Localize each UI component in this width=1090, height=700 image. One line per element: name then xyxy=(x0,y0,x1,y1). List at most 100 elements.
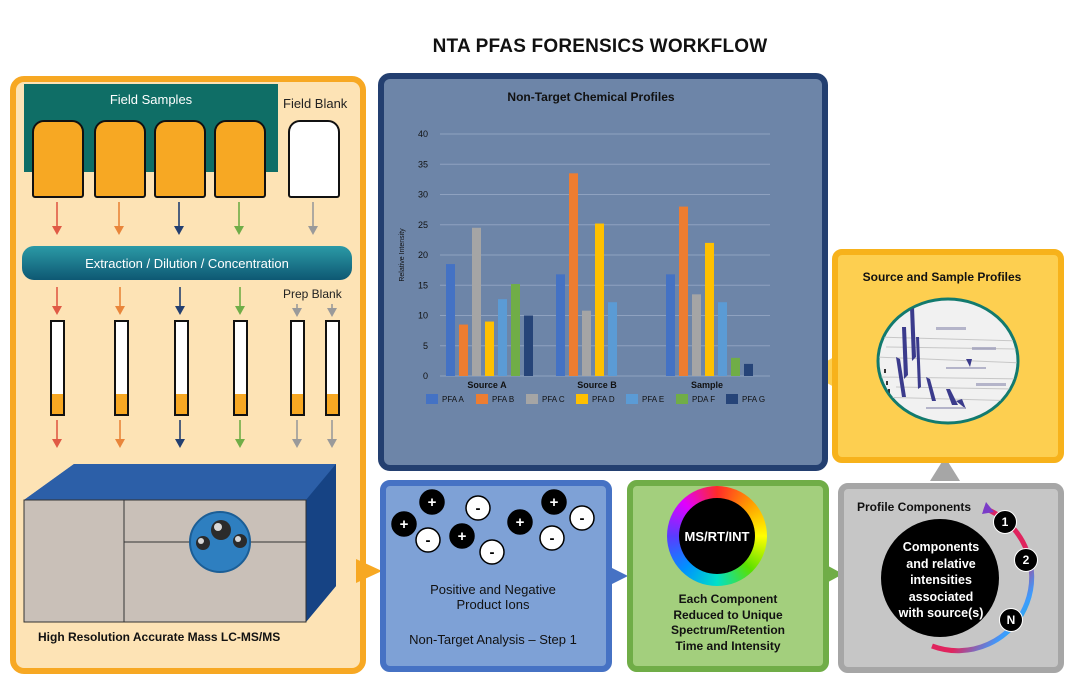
y-tick-label: 0 xyxy=(423,371,428,381)
bar xyxy=(556,274,565,376)
field-blank-bottle xyxy=(288,120,340,198)
negative-ion: - xyxy=(479,539,505,565)
positive-ion: + xyxy=(391,511,417,537)
reduction-caption-line: Reduced to Unique xyxy=(673,607,783,622)
bar xyxy=(705,242,714,376)
bar xyxy=(595,223,604,376)
bar xyxy=(731,357,740,376)
legend-swatch xyxy=(476,394,488,404)
spectrum-ring-core xyxy=(679,498,755,574)
instrument-label: High Resolution Accurate Mass LC-MS/MS xyxy=(38,630,281,644)
legend-label: PFA E xyxy=(642,395,664,404)
bar xyxy=(511,284,520,376)
field-sample-bottle xyxy=(32,120,84,198)
svg-text:-: - xyxy=(426,532,431,549)
sample-vial xyxy=(233,320,248,416)
legend-label: PFA B xyxy=(492,395,514,404)
bar xyxy=(666,274,675,376)
legend-swatch xyxy=(676,394,688,404)
svg-text:-: - xyxy=(490,544,495,561)
y-tick-label: 25 xyxy=(418,220,428,230)
legend-swatch xyxy=(726,394,738,404)
bar xyxy=(498,299,507,376)
svg-text:+: + xyxy=(400,516,409,533)
x-tick-label: Source B xyxy=(577,380,617,390)
bar xyxy=(692,294,701,376)
reduction-caption: Each Component Reduced to Unique Spectru… xyxy=(633,592,823,654)
y-tick-label: 40 xyxy=(418,129,428,139)
positive-ion: + xyxy=(449,523,475,549)
bar xyxy=(446,264,455,376)
components-text-line: intensities xyxy=(910,573,972,587)
connector-arrow-to-profiles xyxy=(930,457,960,481)
sample-vial xyxy=(50,320,65,416)
legend-label: PFA A xyxy=(442,395,464,404)
svg-text:+: + xyxy=(516,514,525,531)
bar xyxy=(459,324,468,376)
x-tick-label: Sample xyxy=(691,380,723,390)
field-sample-bottle xyxy=(94,120,146,198)
ions-caption-line1: Positive and Negative xyxy=(430,582,556,597)
y-axis-label: Relative Intensity xyxy=(399,228,406,282)
components-text-line: with source(s) xyxy=(898,606,984,620)
components-text-line: Components xyxy=(902,540,980,554)
chromatogram-image xyxy=(876,297,1020,425)
ion-cluster: +-+-+-++-- xyxy=(391,489,595,565)
legend-swatch xyxy=(526,394,538,404)
positive-ion: + xyxy=(419,489,445,515)
sample-flow-arrows xyxy=(52,202,337,448)
bar xyxy=(608,302,617,376)
component-marker: N xyxy=(999,608,1023,632)
legend-swatch xyxy=(426,394,438,404)
svg-text:-: - xyxy=(550,530,555,547)
field-samples-label: Field Samples xyxy=(109,92,193,107)
page-title: NTA PFAS FORENSICS WORKFLOW xyxy=(432,36,768,57)
positive-ion: + xyxy=(507,509,533,535)
components-text-line: associated xyxy=(908,589,974,604)
component-marker: 2 xyxy=(1014,548,1038,572)
blank-vial xyxy=(290,320,305,416)
lc-ms-instrument xyxy=(23,464,336,623)
legend-label: PFA C xyxy=(542,395,565,404)
svg-text:-: - xyxy=(476,500,481,517)
bar xyxy=(569,173,578,376)
bar xyxy=(679,206,688,376)
y-tick-label: 10 xyxy=(418,311,428,321)
bar xyxy=(485,321,494,376)
legend-swatch xyxy=(626,394,638,404)
blank-vial xyxy=(325,320,340,416)
arrow-row-top xyxy=(52,202,318,235)
components-title: Profile Components xyxy=(857,500,972,514)
chart-title: Non-Target Chemical Profiles xyxy=(507,90,675,104)
sample-vial xyxy=(114,320,129,416)
reduction-caption-line: Each Component xyxy=(678,592,778,606)
negative-ion: - xyxy=(569,505,595,531)
legend-label: PFA G xyxy=(742,395,765,404)
ions-caption-line2: Product Ions xyxy=(456,597,530,612)
y-tick-label: 5 xyxy=(423,341,428,351)
svg-text:+: + xyxy=(458,528,467,545)
connector-arrow-to-ions xyxy=(356,559,382,583)
extraction-bar: Extraction / Dilution / Concentration xyxy=(22,246,352,280)
svg-text:+: + xyxy=(428,494,437,511)
negative-ion: - xyxy=(539,525,565,551)
positive-ion: + xyxy=(541,489,567,515)
bar xyxy=(718,302,727,376)
svg-text:-: - xyxy=(580,510,585,527)
ring-label: MS/RT/INT xyxy=(684,529,750,544)
reduction-caption-line: Spectrum/Retention xyxy=(670,623,785,637)
step-label: Non-Target Analysis – Step 1 xyxy=(409,632,577,647)
y-tick-label: 20 xyxy=(418,250,428,260)
source-profiles-title: Source and Sample Profiles xyxy=(862,270,1022,284)
arrow-row-middle xyxy=(52,287,337,317)
profile-components-panel xyxy=(838,483,1064,673)
bar xyxy=(472,227,481,376)
field-sample-bottle xyxy=(154,120,206,198)
y-tick-label: 15 xyxy=(418,280,428,290)
y-tick-label: 35 xyxy=(418,159,428,169)
legend-label: PDA F xyxy=(692,395,715,404)
components-text-line: and relative xyxy=(906,556,976,571)
bar xyxy=(524,315,533,376)
bar xyxy=(744,363,753,376)
